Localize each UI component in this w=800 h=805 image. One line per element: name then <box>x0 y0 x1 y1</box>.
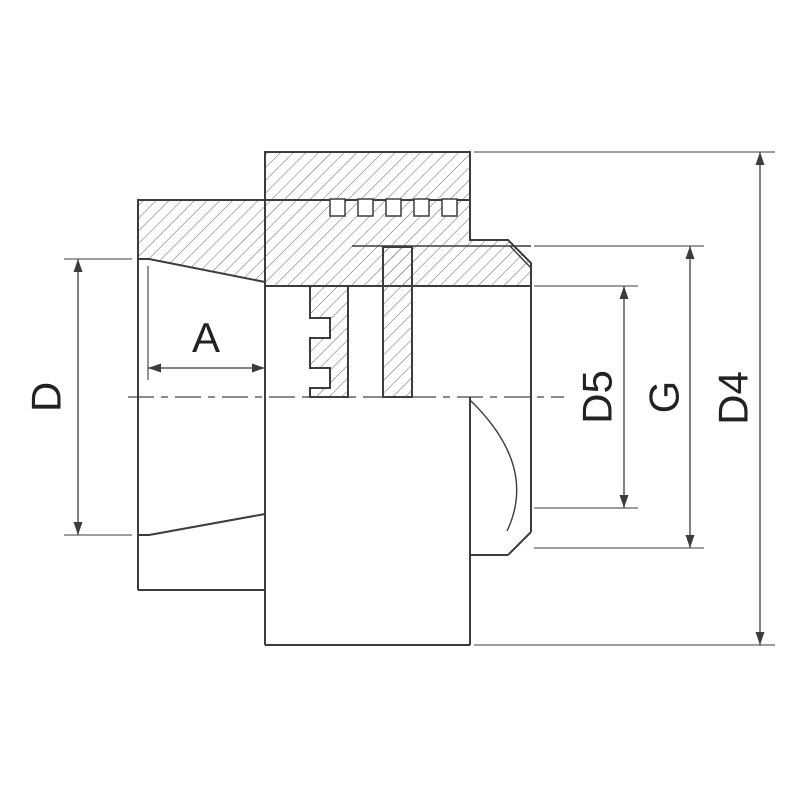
dimension-lines <box>77 152 761 645</box>
thread-entry-chamfer <box>509 245 532 269</box>
dimension-label-g: G <box>641 381 688 414</box>
arrowhead-d-down <box>73 522 83 535</box>
feature-lines <box>352 245 532 532</box>
insert-wall-section <box>382 246 413 398</box>
dimension-label-d: D <box>23 382 70 412</box>
dimension-label-a: A <box>192 314 220 361</box>
knurl-notches <box>329 198 458 217</box>
arrowheads <box>73 152 765 645</box>
knurl-notch <box>357 198 374 217</box>
dimension-annotations: D A D5 G D4 <box>23 151 775 646</box>
knurl-notch <box>441 198 458 217</box>
hex-flat-arc <box>469 399 518 532</box>
flange-section <box>264 151 471 201</box>
knurl-notch <box>329 198 346 217</box>
arrowhead-a-left <box>148 363 161 373</box>
thread-profile-section <box>309 285 349 398</box>
section-hatching <box>137 151 532 398</box>
arrowhead-a-right <box>252 363 265 373</box>
knurl-notch <box>413 198 430 217</box>
arrowhead-d5-down <box>619 495 629 508</box>
arrowhead-d5-up <box>619 286 629 299</box>
part-outline <box>137 200 532 646</box>
hex-bottom-chamfer <box>507 531 532 556</box>
arrowhead-g-up <box>685 246 695 259</box>
arrowhead-d4-up <box>755 152 765 165</box>
knurl-notch <box>385 198 402 217</box>
extension-lines <box>64 151 775 646</box>
dimension-label-d4: D4 <box>710 371 757 425</box>
socket-bore-taper-bottom <box>148 513 266 536</box>
arrowhead-g-down <box>685 535 695 548</box>
arrowhead-d4-down <box>755 632 765 645</box>
dimension-label-d5: D5 <box>574 370 621 424</box>
arrowhead-d-up <box>73 259 83 272</box>
